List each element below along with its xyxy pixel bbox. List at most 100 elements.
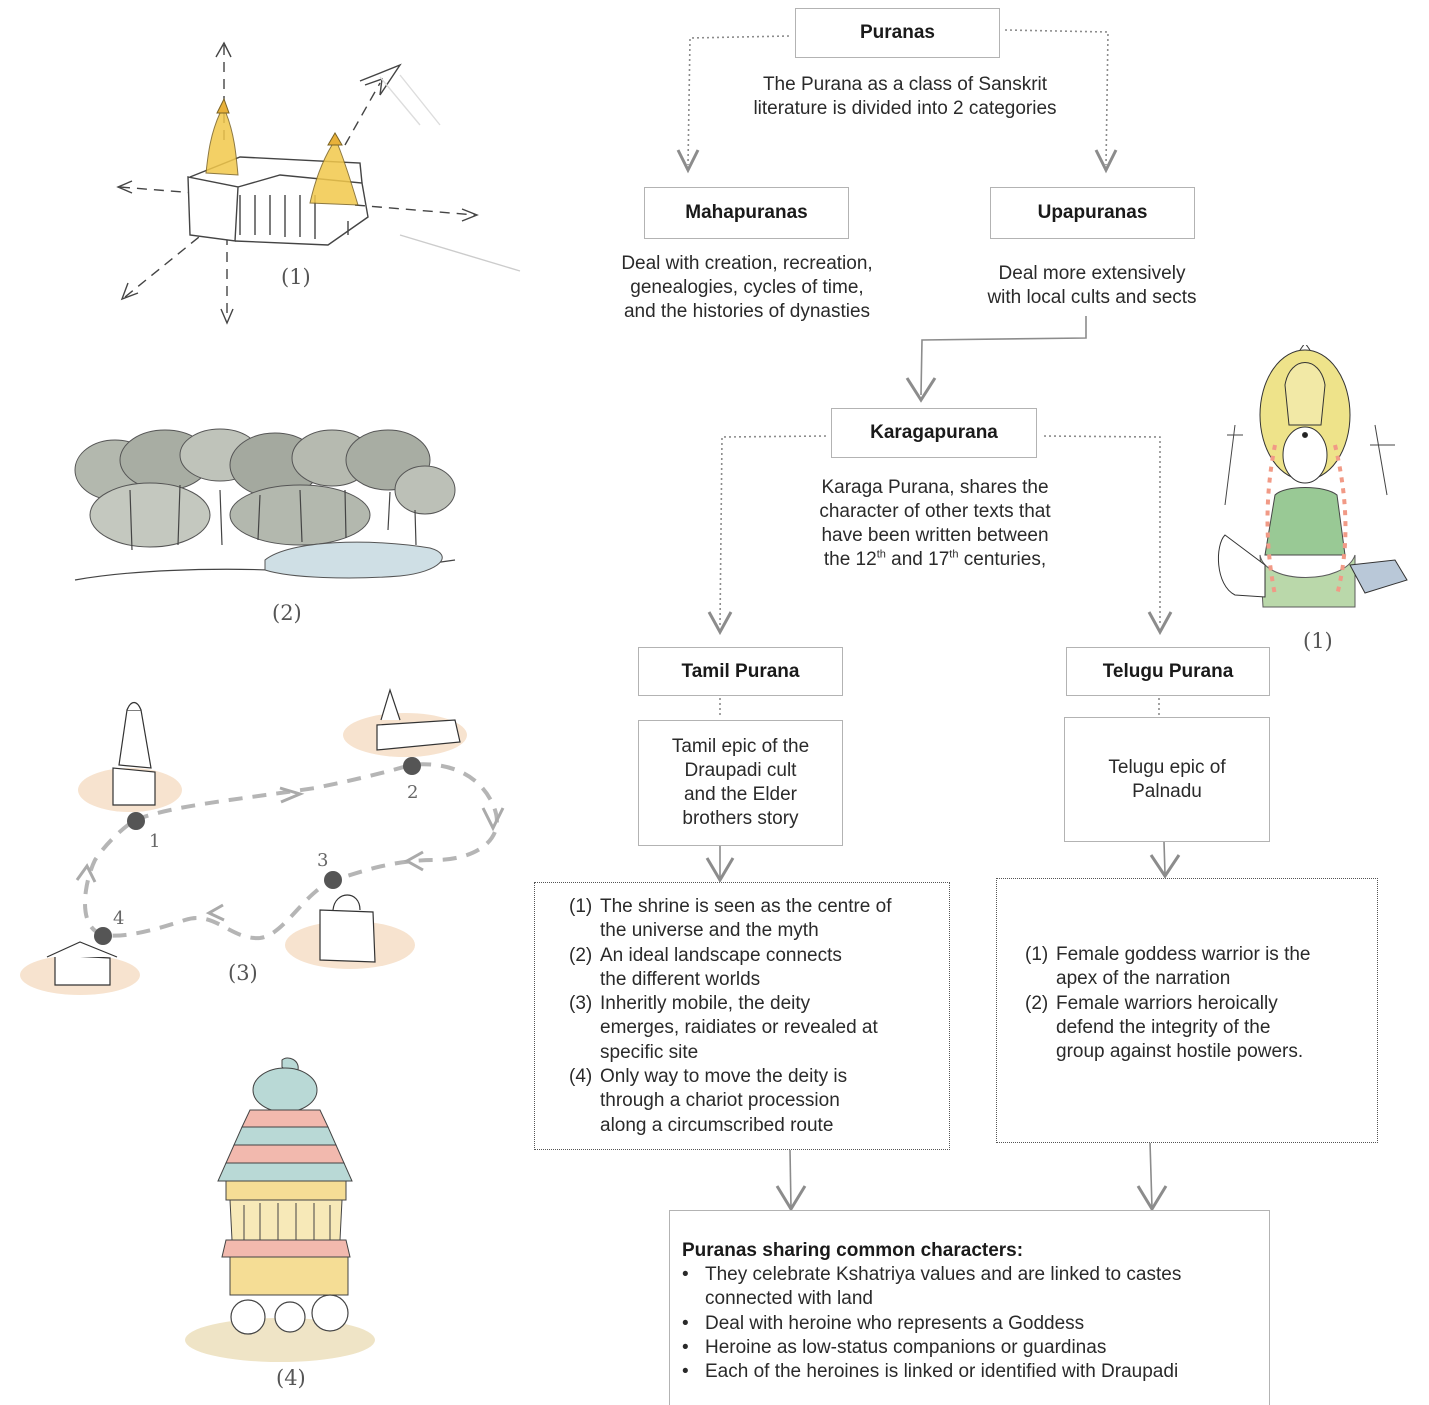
- connector-puranas-upapuranas: [1004, 29, 1109, 166]
- tamil-epic-line: Tamil epic of the: [671, 736, 810, 757]
- common-item-text: Deal with heroine who represents a Godde…: [705, 1312, 1084, 1336]
- temple-spire-left: [205, 97, 239, 176]
- puranas-desc-line: literature is divided into 2 categories: [753, 98, 1057, 119]
- route-stop-1: [127, 812, 145, 830]
- mahapuranas-box: Mahapuranas: [644, 187, 849, 239]
- point-text-line: defend the integrity of the: [1056, 1016, 1271, 1038]
- upapuranas-box: Upapuranas: [990, 187, 1195, 239]
- upapuranas-desc-line: Deal more extensively: [998, 263, 1186, 284]
- caption-route-map: (3): [228, 961, 258, 985]
- telugu-epic-line: Palnadu: [1132, 780, 1202, 802]
- point-number: (2): [569, 944, 593, 966]
- bullet: •: [682, 1264, 689, 1286]
- point-text-line: Female warriors heroically: [1056, 992, 1278, 1014]
- karagapurana-title: Karagapurana: [870, 422, 998, 443]
- point-text-line: apex of the narration: [1056, 968, 1231, 990]
- telugu-purana-box: Telugu Purana: [1066, 647, 1270, 696]
- point-text-line: emerges, raidiates or revealed at: [600, 1017, 878, 1039]
- route-label: 4: [113, 908, 124, 929]
- temple-spire-right: [309, 132, 359, 206]
- point-text-line: the different worlds: [600, 968, 761, 990]
- point-text-line: along a circumscribed route: [600, 1114, 834, 1136]
- common-item-text: Heroine as low-status companions or guar…: [705, 1336, 1106, 1360]
- caption-goddess: (1): [1303, 629, 1333, 653]
- common-list: • They celebrate Kshatriya values and are…: [682, 1263, 1259, 1384]
- arrowhead-upapuranas: [1094, 149, 1118, 174]
- common-list-item: •Heroine as low-status companions or gua…: [682, 1336, 1259, 1360]
- point-text-line: group against hostile powers.: [1056, 1041, 1304, 1063]
- karaga-desc-line: the 12th and 17th centuries,: [823, 548, 1047, 570]
- chariot-wheel-right: [311, 1294, 349, 1332]
- tamil-epic-box: Tamil epic of the Draupadi cult and the …: [638, 720, 843, 846]
- common-item-line: connected with land: [705, 1288, 873, 1310]
- karagapurana-box: Karagapurana: [831, 408, 1037, 458]
- upapuranas-description: Deal more extensively with local cults a…: [952, 262, 1232, 310]
- mahapuranas-desc-line: and the histories of dynasties: [623, 301, 871, 322]
- bullet: •: [682, 1312, 689, 1334]
- tamil-epic-line: brothers story: [682, 808, 799, 829]
- point-number: (2): [1025, 992, 1049, 1014]
- point-text-line: An ideal landscape connects: [600, 944, 842, 966]
- point-number: (3): [569, 993, 593, 1015]
- tamil-purana-box: Tamil Purana: [638, 647, 843, 696]
- route-map-sketch: 1 2 3 4: [20, 688, 505, 995]
- arrowhead-tamil-common: [775, 1185, 807, 1212]
- common-item-line: Deal with heroine who represents a Godde…: [705, 1312, 1085, 1334]
- route-label: 3: [317, 850, 328, 871]
- connector-upapuranas-karagapurana: [920, 316, 1087, 396]
- arrowhead-tamil: [707, 611, 733, 636]
- common-item-text: They celebrate Kshatriya values and are …: [705, 1263, 1181, 1311]
- chariot-sketch: [185, 1057, 375, 1362]
- pond: [264, 541, 443, 579]
- point-text-line: Only way to move the deity is: [600, 1066, 848, 1088]
- karaga-desc-line: character of other texts that: [819, 501, 1051, 522]
- arrowhead-telugu-points: [1149, 854, 1181, 879]
- caption-temple-axes: (1): [281, 265, 311, 289]
- arrowhead-mahapuranas: [676, 149, 700, 174]
- route-stop-3: [324, 871, 342, 889]
- point-text-line: through a chariot procession: [600, 1090, 840, 1112]
- point-number: (1): [1025, 944, 1049, 965]
- common-characters-box: Puranas sharing common characters: •They…: [669, 1210, 1270, 1405]
- goddess-sketch: [1217, 345, 1408, 608]
- connector-telugu-points: [1163, 841, 1166, 875]
- chariot-wheel-left: [230, 1299, 266, 1335]
- common-item-line: Each of the heroines is linked or identi…: [705, 1361, 1179, 1383]
- upapuranas-title: Upapuranas: [1037, 202, 1148, 223]
- point-text-line: specific site: [600, 1041, 699, 1063]
- temple-axes-sketch: [116, 41, 521, 325]
- karaga-desc-line: have been written between: [821, 525, 1049, 546]
- point-text-line: The shrine is seen as the centre of: [600, 896, 892, 917]
- tamil-purana-title: Tamil Purana: [681, 660, 800, 682]
- arrowhead-tamil-points: [705, 857, 735, 883]
- puranas-description: The Purana as a class of Sanskrit litera…: [700, 73, 1110, 121]
- common-item-text: Each of the heroines is linked or identi…: [705, 1360, 1178, 1384]
- tamil-epic-line: Draupadi cult: [684, 760, 797, 781]
- connector-tamil-common: [789, 1149, 792, 1209]
- mahapuranas-desc-line: genealogies, cycles of time,: [630, 277, 864, 298]
- puranas-box: Puranas: [795, 8, 1000, 58]
- point-number: (4): [569, 1066, 593, 1088]
- common-list-item: • Deal with heroine who represents a Godd…: [682, 1312, 1259, 1336]
- karagapurana-description: Karaga Purana, shares the character of o…: [780, 476, 1090, 572]
- arrowhead-telugu: [1147, 611, 1173, 636]
- caption-chariot: (4): [276, 1366, 306, 1390]
- arrowhead-karagapurana: [905, 377, 937, 403]
- puranas-title: Puranas: [860, 22, 935, 43]
- puranas-desc-line: The Purana as a class of Sanskrit: [762, 74, 1048, 95]
